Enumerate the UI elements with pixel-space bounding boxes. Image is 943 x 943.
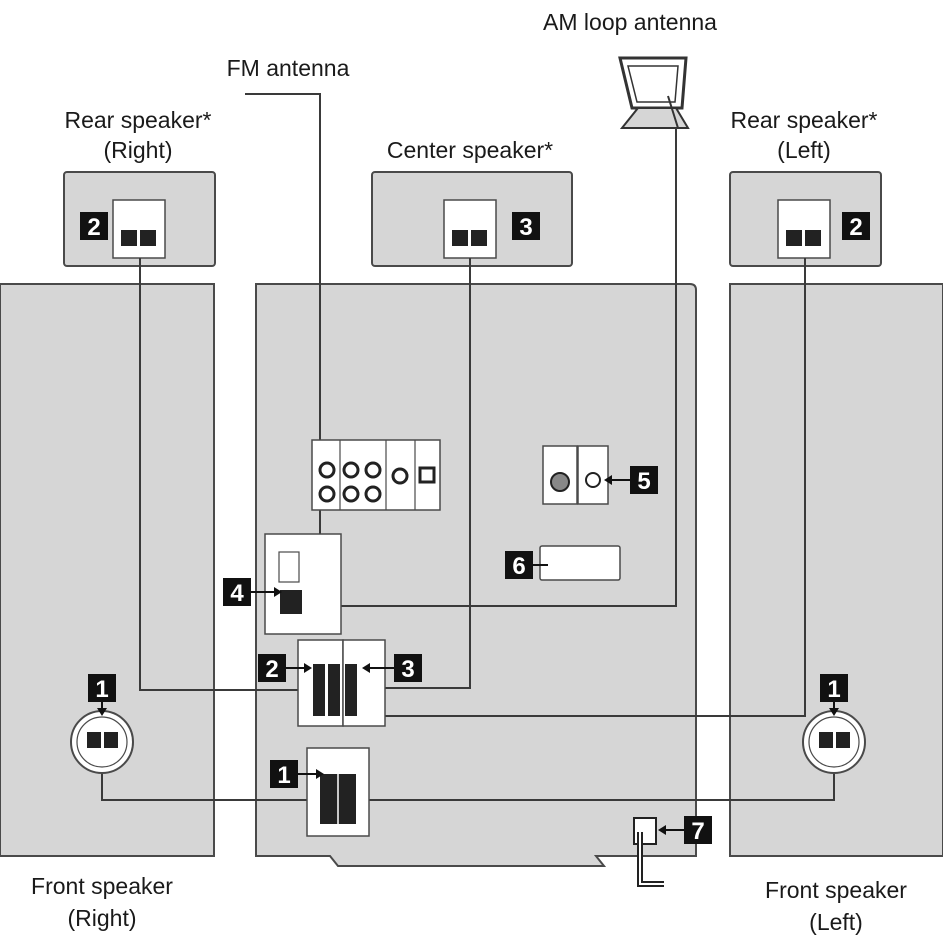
svg-text:1: 1 <box>95 676 108 703</box>
label-front-right-1: Front speaker <box>31 873 173 899</box>
svg-text:1: 1 <box>277 762 290 789</box>
badge-rear-left: 2 <box>842 212 870 241</box>
front-right-terminal <box>70 710 134 774</box>
label-front-left-1: Front speaker <box>765 877 907 903</box>
svg-text:2: 2 <box>265 656 278 683</box>
badge-terminal-5: 5 <box>604 466 658 495</box>
svg-text:2: 2 <box>849 214 862 241</box>
am-antenna-wire <box>310 128 677 607</box>
rear-right-wire <box>139 258 318 691</box>
rear-right-terminal <box>112 199 166 259</box>
terminal-6-slot <box>539 545 621 581</box>
badge-front-right: 1 <box>88 674 116 716</box>
label-rear-right-2: (Right) <box>103 137 172 163</box>
power-cord <box>633 817 664 887</box>
svg-text:4: 4 <box>230 580 244 607</box>
svg-text:5: 5 <box>637 468 650 495</box>
front-speaker-wire <box>101 760 835 801</box>
badge-front-left: 1 <box>820 674 848 716</box>
badge-unit-center: 3 <box>362 654 422 683</box>
front-left-terminal <box>802 710 866 774</box>
label-rear-left-1: Rear speaker* <box>730 107 877 133</box>
badge-terminal-6: 6 <box>505 551 548 580</box>
badge-unit-rear: 2 <box>258 654 312 683</box>
badge-unit-front: 1 <box>270 760 324 789</box>
badge-power-cord: 7 <box>658 816 712 845</box>
svg-text:7: 7 <box>691 818 704 845</box>
svg-text:2: 2 <box>87 214 100 241</box>
terminal-5-panel <box>542 445 609 505</box>
rear-left-wire <box>330 258 806 717</box>
badge-rear-right: 2 <box>80 212 108 241</box>
svg-text:1: 1 <box>827 676 840 703</box>
am-loop-antenna <box>618 56 690 129</box>
rear-left-terminal <box>777 199 831 259</box>
label-front-left-2: (Left) <box>809 909 863 935</box>
center-wire <box>350 258 471 689</box>
label-front-right-2: (Right) <box>67 905 136 931</box>
label-am-antenna: AM loop antenna <box>543 9 717 35</box>
center-terminal <box>443 199 497 259</box>
label-rear-right-1: Rear speaker* <box>64 107 211 133</box>
label-rear-left-2: (Left) <box>777 137 831 163</box>
antenna-terminal <box>264 533 342 635</box>
svg-text:3: 3 <box>401 656 414 683</box>
audio-jack-panel <box>311 439 441 511</box>
label-fm-antenna: FM antenna <box>227 55 350 81</box>
label-center: Center speaker* <box>387 137 553 163</box>
unit-rear-center-terminals <box>297 639 386 727</box>
svg-text:3: 3 <box>519 214 532 241</box>
unit-front-terminals <box>306 747 370 837</box>
badge-antenna-terminal: 4 <box>223 578 282 607</box>
badge-center: 3 <box>512 212 540 241</box>
svg-text:6: 6 <box>512 553 525 580</box>
